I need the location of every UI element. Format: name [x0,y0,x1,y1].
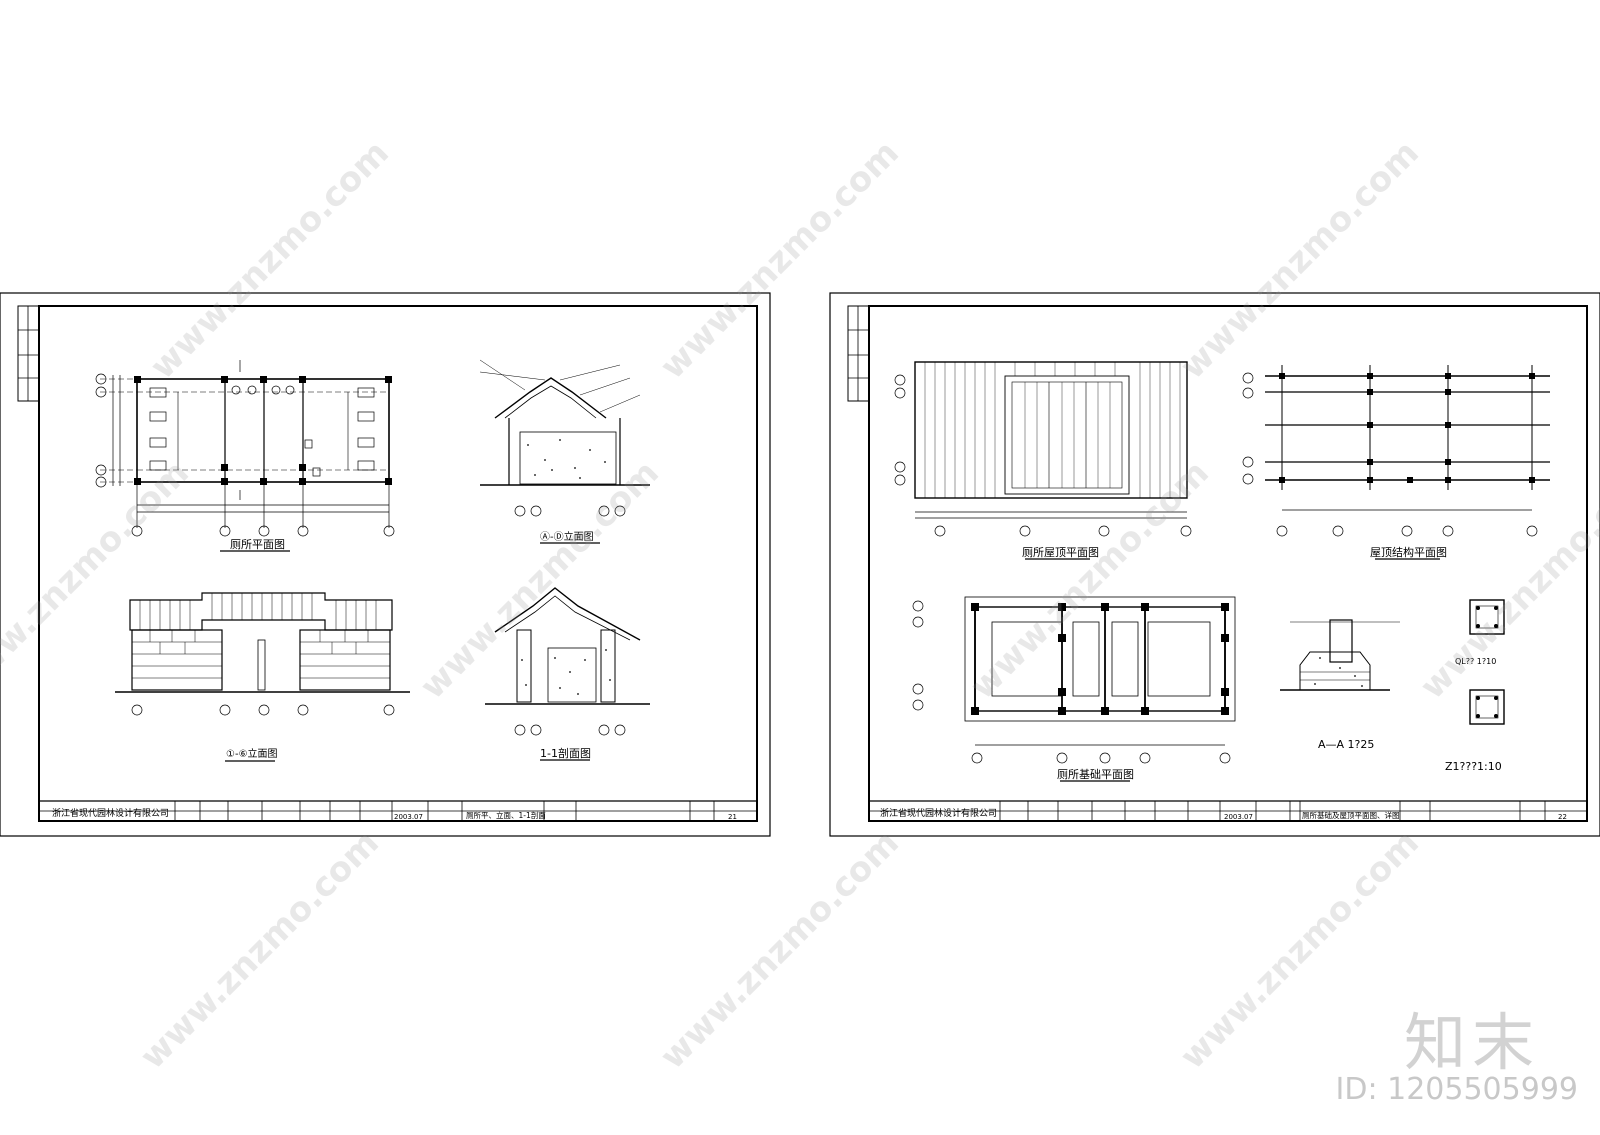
left-side-elevation [479,359,650,544]
right-sheet-no: 22 [1558,813,1567,821]
right-date: 2003.07 [1224,813,1253,821]
left-sheet [0,292,771,837]
detail-ql-title: QL?? 1?10 [1455,657,1496,666]
right-detail-z1 [1469,689,1505,725]
image-id-label: ID: 1205505999 [1335,1072,1578,1107]
left-drawing-name: 厕所平、立面、1-1剖面 [466,810,546,820]
right-foundation-plan [912,596,1236,782]
left-sheet-no: 21 [728,813,737,821]
roof-plan-title: 厕所屋顶平面图 [1022,546,1099,559]
right-sheet [829,292,1600,837]
section-title: 1-1剖面图 [540,746,591,760]
right-drawing-name: 厕所基础及屋顶平面图、详图 [1302,810,1400,820]
left-company-name: 浙江省现代园林设计有限公司 [52,807,169,819]
detail-z1-title: Z1???1:10 [1445,760,1502,773]
detail-aa-title: A—A 1?25 [1318,738,1374,751]
left-section-view [485,587,650,761]
foundation-plan-title: 厕所基础平面图 [1057,768,1134,781]
left-front-elevation [115,592,410,762]
right-detail-aa [1280,619,1400,691]
right-title-block [869,800,1587,821]
left-plan-view [95,360,395,552]
right-company-name: 浙江省现代园林设计有限公司 [880,807,997,819]
roof-structure-title: 屋顶结构平面图 [1370,545,1447,559]
front-elevation-title: ①-⑥立面图 [226,747,278,760]
right-roof-structure-plan [1242,365,1550,560]
side-elevation-title: Ⓐ-Ⓓ立面图 [540,530,594,543]
left-title-block [39,800,757,821]
right-detail-ql [1469,599,1505,635]
brand-logo: 知末 [1403,1006,1540,1079]
left-date: 2003.07 [394,813,423,821]
right-roof-plan [894,361,1192,560]
plan-title: 厕所平面图 [230,538,285,551]
